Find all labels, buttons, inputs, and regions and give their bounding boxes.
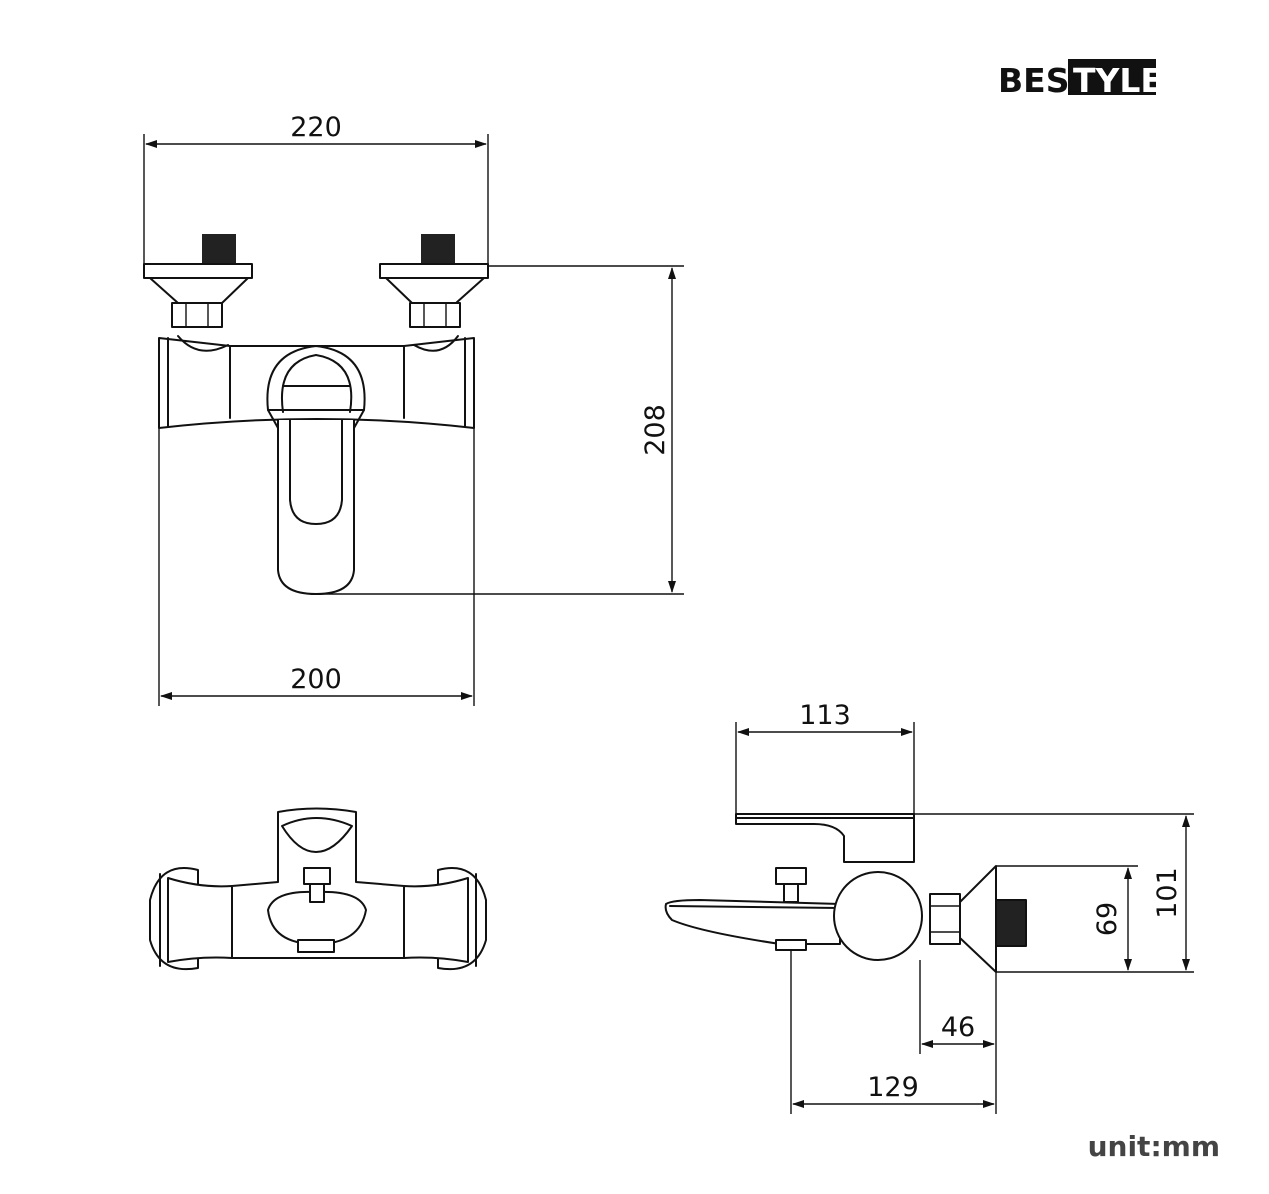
front-view — [143, 234, 489, 595]
side-body — [833, 871, 923, 961]
dimension-69: 69 — [996, 865, 1138, 971]
side-spout — [664, 899, 841, 945]
flange-right — [379, 263, 489, 279]
dimension-101: 101 — [914, 813, 1194, 973]
inlet-thread-right — [421, 234, 455, 266]
nut-right — [409, 302, 461, 328]
dimension-label-129: 129 — [867, 1072, 919, 1103]
dimension-113: 113 — [735, 700, 915, 814]
side-thread — [996, 900, 1026, 946]
side-eccentric — [959, 865, 997, 973]
brand-text-a: BES — [998, 61, 1069, 100]
dimension-label-69: 69 — [1092, 902, 1123, 936]
eccentric-right — [385, 277, 485, 304]
brand-box — [1068, 59, 1156, 95]
dimension-label-46: 46 — [941, 1012, 975, 1043]
eccentric-left — [149, 277, 249, 304]
side-view — [664, 813, 1027, 973]
mixer-body — [158, 337, 475, 429]
dimension-46: 46 — [919, 960, 997, 1114]
dimension-label-113: 113 — [799, 700, 851, 731]
dimension-label-200: 200 — [290, 664, 342, 695]
dimension-label-220: 220 — [290, 112, 342, 143]
dimension-label-208: 208 — [640, 404, 671, 456]
handle — [266, 345, 366, 411]
side-handle — [735, 813, 915, 863]
dimension-200: 200 — [158, 428, 475, 706]
flange-left — [143, 263, 253, 279]
dimension-129: 129 — [790, 950, 995, 1114]
top-view — [149, 807, 487, 971]
inlet-thread-left — [202, 234, 236, 266]
brand-text-b: TYLE — [1073, 61, 1163, 100]
brand-logo: BES TYLE — [998, 59, 1163, 100]
unit-label: unit:mm — [1088, 1130, 1220, 1163]
top-diverter — [267, 890, 367, 945]
nut-left — [171, 302, 223, 328]
dimension-208: 208 — [316, 265, 684, 595]
dimension-220: 220 — [143, 112, 489, 264]
dimension-label-101: 101 — [1152, 867, 1183, 919]
